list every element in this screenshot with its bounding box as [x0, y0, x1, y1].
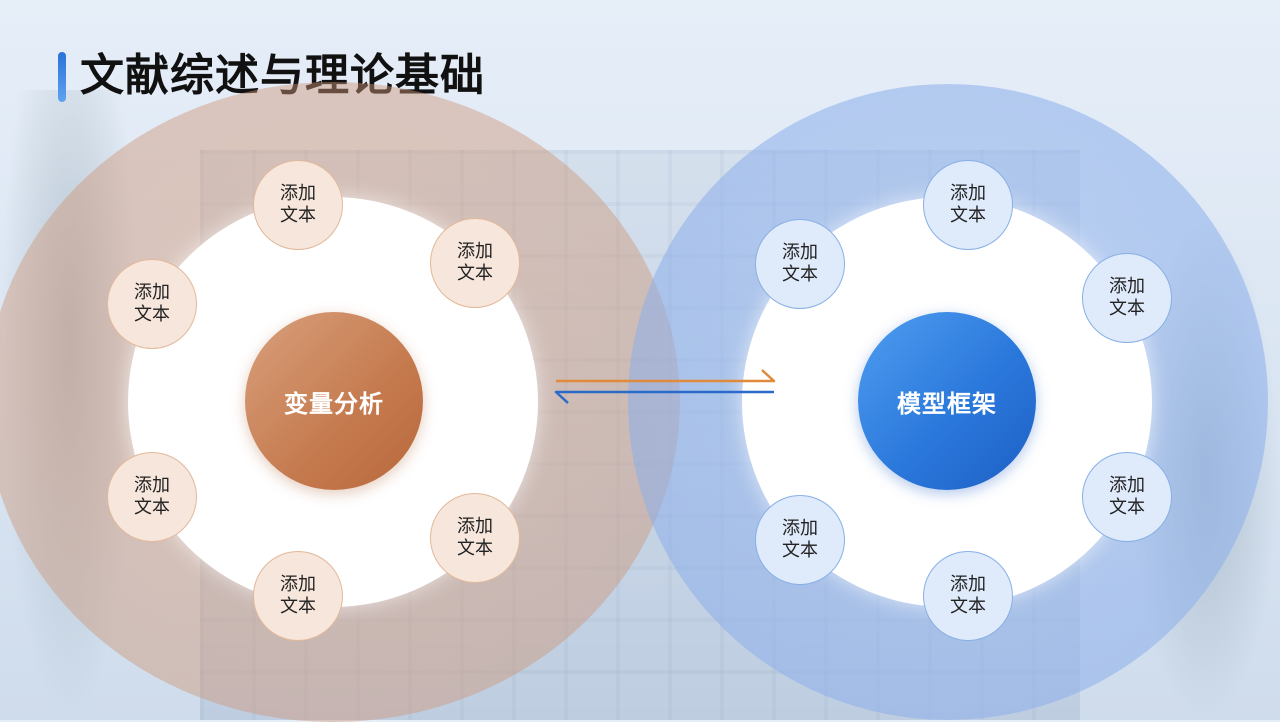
left-node-4[interactable]: 添加 文本: [107, 452, 197, 542]
left-hub-label: 变量分析: [284, 389, 384, 418]
left-node-2[interactable]: 添加 文本: [430, 218, 520, 308]
right-node-4[interactable]: 添加 文本: [1082, 452, 1172, 542]
left-hub-variable-analysis[interactable]: 变量分析: [245, 312, 423, 490]
right-node-5[interactable]: 添加 文本: [755, 495, 845, 585]
left-node-6[interactable]: 添加 文本: [253, 551, 343, 641]
right-hub-label: 模型框架: [897, 389, 997, 418]
left-node-1[interactable]: 添加 文本: [253, 160, 343, 250]
right-node-6[interactable]: 添加 文本: [923, 551, 1013, 641]
right-node-2[interactable]: 添加 文本: [755, 219, 845, 309]
left-node-3[interactable]: 添加 文本: [107, 259, 197, 349]
arrow-right-icon: [556, 369, 776, 383]
right-node-1[interactable]: 添加 文本: [923, 160, 1013, 250]
right-node-3[interactable]: 添加 文本: [1082, 253, 1172, 343]
bidirectional-arrows: [554, 369, 776, 404]
title-accent-bar: [58, 52, 66, 102]
arrow-left-icon: [554, 390, 774, 404]
right-hub-model-framework[interactable]: 模型框架: [858, 312, 1036, 490]
left-node-5[interactable]: 添加 文本: [430, 493, 520, 583]
